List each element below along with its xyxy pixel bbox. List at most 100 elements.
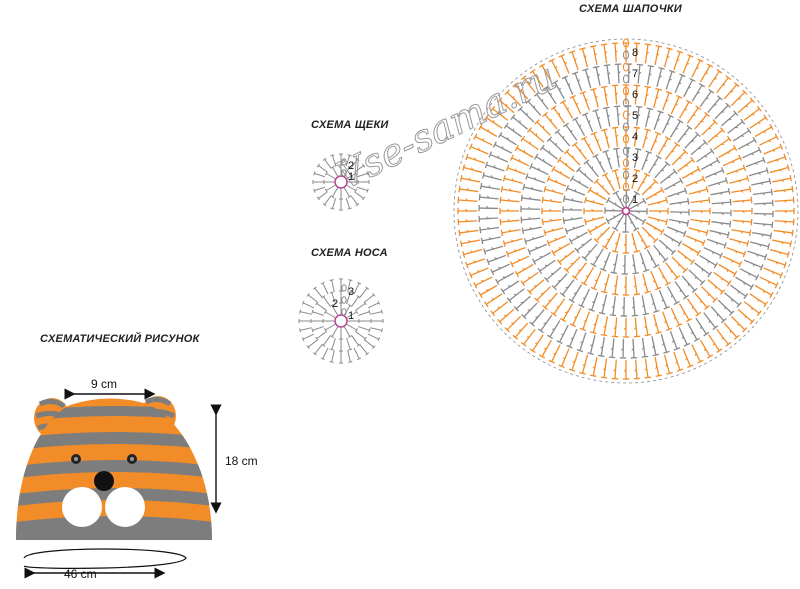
hat-stitch-top — [580, 281, 588, 286]
hat-stitch-top — [729, 310, 735, 316]
hat-stitch-top — [479, 226, 482, 234]
hat-stitch-top — [484, 161, 489, 169]
hat-stitch-top — [473, 133, 478, 140]
hat-stitch-top — [697, 58, 704, 63]
hat-stitch-top — [679, 73, 686, 78]
hat-stitch-tick — [562, 356, 566, 360]
hat-stitch-top — [543, 276, 550, 283]
dimension-ear-width: 9 cm — [64, 377, 156, 400]
hat-stitch-tick — [673, 316, 676, 320]
hat-stitch — [511, 255, 530, 265]
hat-stitch-top — [546, 334, 554, 340]
hat-row-number: 1 — [632, 194, 638, 206]
nose-stitch — [353, 347, 360, 360]
hat-stitch-tick — [534, 176, 537, 180]
nose-stitch-top — [348, 291, 353, 294]
dimension-height: 18 cm — [210, 404, 258, 514]
hat-stitch-top — [566, 344, 573, 349]
hat-stitch-tick — [614, 202, 617, 206]
hat-stitch-top — [765, 167, 769, 174]
hat-stitch-top — [468, 272, 473, 279]
hat-stitch-top — [611, 84, 619, 87]
hat-stitch-tick — [670, 294, 673, 298]
hat-stitch-top — [756, 105, 762, 112]
hat-stitch-top — [558, 364, 565, 369]
cheek-stitch — [326, 173, 337, 180]
hat-sketch — [16, 396, 212, 540]
nose-stitch — [347, 279, 351, 292]
hat-stitch-tick — [543, 158, 545, 162]
hat-stitch-top — [602, 106, 610, 110]
hat-stitch-tick — [507, 219, 511, 222]
hat-stitch-tick — [626, 155, 630, 158]
cheek-stitch-top — [316, 196, 320, 201]
hat-stitch-top — [575, 166, 582, 173]
hat-stitch-tick — [700, 210, 703, 214]
hat-stitch-tick — [597, 116, 601, 120]
hat-stitch-top — [771, 221, 774, 229]
hat-stitch-tick — [591, 208, 594, 212]
hat-stitch-top — [729, 220, 732, 228]
hat-stitch-top — [662, 257, 669, 263]
nose-stitch-top — [306, 292, 310, 297]
hat-stitch-tick — [675, 230, 678, 234]
hat-stitch-tick — [528, 206, 531, 210]
hat-stitch-top — [590, 131, 598, 136]
hat-chain — [622, 50, 630, 60]
hat-stitch-tick — [781, 179, 785, 182]
nose-stitch-top — [311, 328, 314, 333]
hat-stitch-top — [509, 261, 514, 268]
hat-stitch-tick — [466, 229, 470, 233]
hat-stitch-top — [483, 248, 487, 255]
hat-stitch — [486, 164, 505, 172]
hat-stitch-tick — [574, 58, 577, 62]
nose-stitch-top — [329, 279, 334, 281]
hat-stitch-top — [529, 348, 536, 354]
nose-stitch — [370, 327, 383, 331]
hat-stitch-tick — [720, 222, 723, 226]
hat-stitch-tick — [659, 75, 662, 79]
hat-stitch-top — [642, 197, 647, 204]
hat-stitch-top — [738, 154, 743, 161]
hat-stitch-tick — [628, 71, 632, 74]
hat-stitch-tick — [645, 159, 649, 162]
hat-stitch-tick — [707, 260, 709, 264]
hat-stitch-tick — [554, 238, 558, 240]
hat-stitch-top — [727, 187, 731, 195]
hat-stitch-top — [495, 278, 500, 286]
hat-stitch-top — [459, 174, 463, 182]
hat-stitch-tick — [609, 180, 611, 183]
hat-stitch-tick — [630, 220, 633, 224]
hat-stitch-top — [697, 359, 704, 364]
hat-stitch-tick — [694, 182, 698, 184]
hat-stitch-tick — [697, 230, 700, 233]
nose-stitch-top — [323, 328, 327, 332]
hat-stitch-top — [742, 89, 748, 95]
hat-stitch — [641, 152, 650, 171]
hat-row-number: 4 — [632, 131, 638, 143]
nose-stitch-top — [348, 361, 353, 363]
hat-stitch-top — [644, 290, 652, 294]
nose-stitch — [343, 325, 351, 337]
nose-stitch-top — [377, 300, 381, 305]
hat-stitch-tick — [501, 146, 504, 150]
hat-stitch — [494, 144, 513, 154]
hat-stitch-tick — [783, 221, 787, 224]
hat-stitch-top — [673, 347, 681, 351]
nose-stitch-top — [365, 352, 370, 356]
hat-stitch-tick — [507, 137, 509, 141]
nose-stitch — [346, 292, 351, 305]
hat-stitch-top — [462, 164, 466, 171]
cheek-stitch — [345, 155, 351, 166]
cheek-stitch-top — [322, 203, 327, 207]
hat-stitch-tick — [695, 67, 699, 70]
hat-stitch-top — [564, 228, 569, 235]
hat-stitch — [579, 332, 587, 351]
nose-stitch-top — [355, 310, 359, 314]
hat-stitch-top — [682, 230, 687, 237]
hat-stitch-tick — [746, 144, 750, 146]
hat-stitch-top — [603, 64, 611, 67]
hat-stitch-top — [652, 178, 659, 185]
hat-stitch-tick — [487, 226, 490, 230]
hat-stitch-top — [569, 175, 575, 182]
